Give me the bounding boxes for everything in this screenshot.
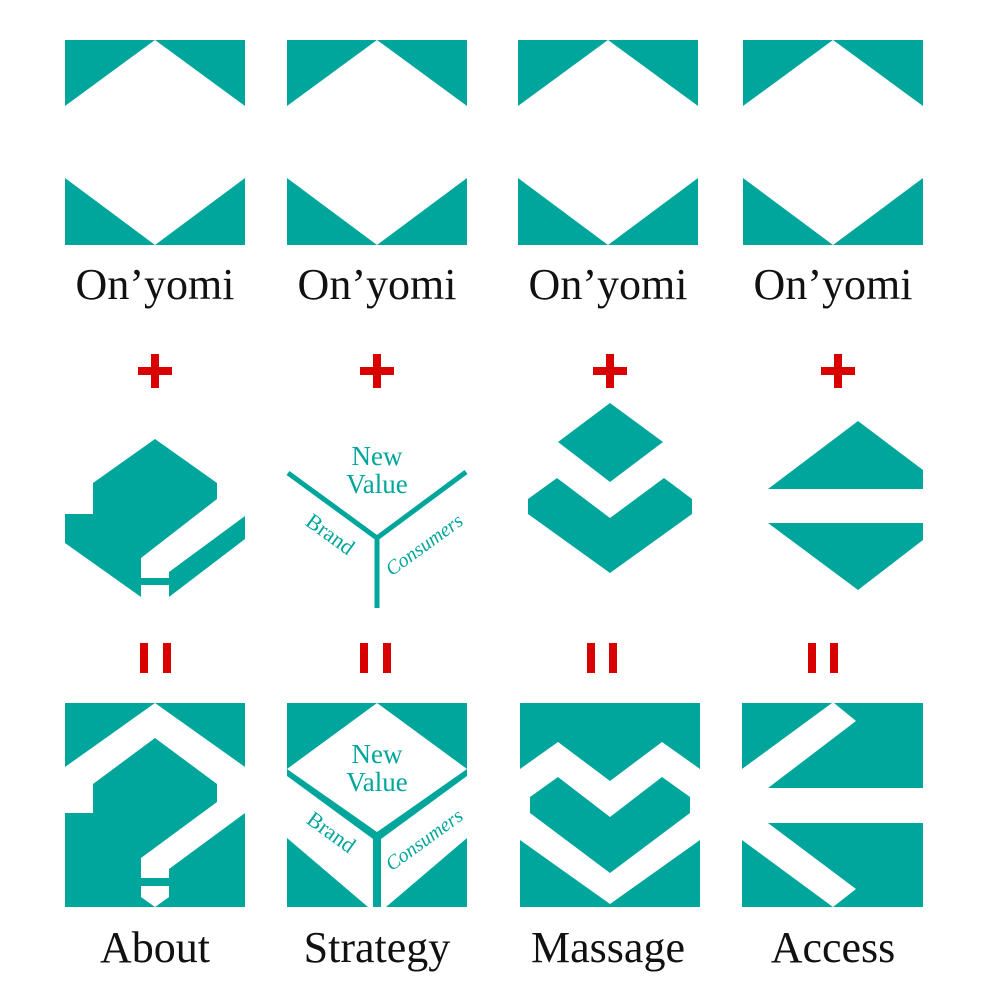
onyomi-shape-col3 bbox=[518, 40, 698, 245]
result-label-strategy: Strategy bbox=[303, 923, 451, 972]
onyomi-shape-col1 bbox=[65, 40, 245, 245]
onyomi-label-col4: On’yomi bbox=[753, 260, 913, 309]
result-label-about: About bbox=[100, 923, 210, 972]
plus-icon-col3 bbox=[593, 354, 627, 388]
plus-icon-col1 bbox=[138, 354, 172, 388]
diamond-chevron-shape bbox=[528, 403, 692, 573]
access-logo bbox=[742, 703, 923, 907]
strategy-logo: New Value Brand Consumers bbox=[287, 703, 468, 907]
split-triangle-shape bbox=[768, 421, 923, 590]
y-junction-shape: New Value Brand Consumers bbox=[286, 441, 468, 608]
consumers-text: Consumers bbox=[382, 510, 468, 581]
equals-icon-col2 bbox=[360, 643, 391, 673]
strategy-new-text: New bbox=[352, 739, 403, 769]
onyomi-label-col1: On’yomi bbox=[75, 260, 235, 309]
result-label-access: Access bbox=[770, 923, 896, 972]
new-text: New bbox=[352, 441, 403, 471]
value-text: Value bbox=[346, 469, 407, 499]
equals-icon-col1 bbox=[140, 643, 171, 673]
equals-icon-col3 bbox=[587, 643, 617, 673]
plus-icon-col4 bbox=[821, 354, 855, 388]
onyomi-label-col2: On’yomi bbox=[297, 260, 457, 309]
plus-icon-col2 bbox=[360, 354, 394, 388]
about-logo bbox=[65, 703, 245, 907]
equals-icon-col4 bbox=[808, 643, 838, 673]
strategy-value-text: Value bbox=[346, 767, 407, 797]
house-question-shape bbox=[65, 439, 245, 597]
onyomi-shape-col2 bbox=[287, 40, 467, 245]
massage-logo bbox=[520, 703, 700, 907]
result-label-massage: Massage bbox=[531, 923, 685, 972]
onyomi-shape-col4 bbox=[743, 40, 923, 245]
onyomi-label-col3: On’yomi bbox=[528, 260, 688, 309]
